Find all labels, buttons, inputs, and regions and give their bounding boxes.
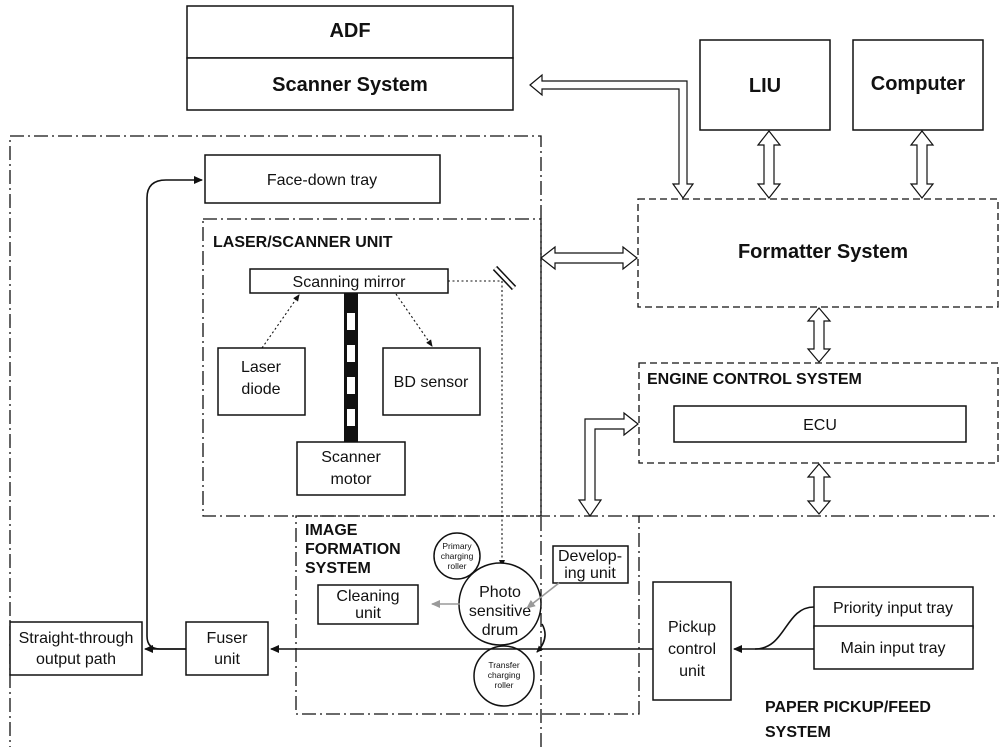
primary-charging-roller-label-1: Primary <box>442 541 472 551</box>
cleaning-unit-label-1: Cleaning <box>336 588 399 605</box>
transfer-charging-roller <box>473 645 535 707</box>
laser-beam-to-bd-sensor <box>395 293 433 347</box>
developing-unit-box <box>552 545 629 584</box>
priority-tray-feed-line <box>754 606 815 650</box>
liu-box <box>699 39 831 131</box>
pickup-control-label-2: control <box>668 641 716 658</box>
face-down-tray-label: Face-down tray <box>267 172 377 189</box>
scanner-formatter-arrow <box>529 73 695 200</box>
image-formation-label-2: FORMATION <box>305 541 401 558</box>
scanner-motor-label-2: motor <box>331 471 373 488</box>
computer-box <box>852 39 984 131</box>
image-formation-label-3: SYSTEM <box>305 560 371 577</box>
developer-to-drum-flow <box>526 582 560 609</box>
laser-diode-box <box>217 347 306 416</box>
paper-pickup-feed-label-1: PAPER PICKUP/FEED <box>765 699 931 716</box>
laser-diode-label-1: Laser <box>241 359 282 376</box>
transfer-charging-roller-label-1: Transfer <box>488 660 520 670</box>
laser-beam-to-drum <box>448 280 505 567</box>
fuser-unit-box <box>185 621 269 676</box>
pickup-control-unit-box <box>652 581 732 701</box>
scanner-motor-box <box>296 441 406 496</box>
adf-box <box>186 5 514 59</box>
fuser-unit-label-1: Fuser <box>207 630 249 647</box>
straight-through-output-box <box>9 621 143 676</box>
printer-boundary <box>9 135 542 747</box>
scanner-motor-label-1: Scanner <box>321 449 381 466</box>
fold-mirror <box>492 265 517 291</box>
developing-unit-label-1: Develop- <box>558 548 622 565</box>
laser-beam-to-mirror <box>261 294 300 349</box>
ecu-image-formation-arrow <box>577 411 639 518</box>
laser-formatter-arrow <box>540 245 638 271</box>
bd-sensor-box <box>382 347 481 416</box>
primary-charging-roller-label-3: roller <box>448 561 467 571</box>
straight-through-label-2: output path <box>36 651 116 668</box>
scanner-system-label: Scanner System <box>272 74 428 96</box>
photosensitive-drum-label-1: Photo <box>479 584 521 601</box>
image-formation-system-boundary <box>295 515 640 715</box>
engine-control-system-box <box>638 362 999 464</box>
cleaning-unit-label-2: unit <box>355 605 381 622</box>
liu-formatter-arrow <box>756 130 782 199</box>
computer-label: Computer <box>871 73 966 95</box>
main-input-tray-box <box>813 625 974 670</box>
fuser-to-face-down-tray <box>146 176 203 650</box>
engine-control-system-label: ENGINE CONTROL SYSTEM <box>647 371 862 388</box>
ecu-label: ECU <box>803 417 837 434</box>
formatter-engine-arrow <box>806 307 832 363</box>
transfer-charging-roller-label-2: charging <box>488 670 521 680</box>
paper-pickup-feed-label-2: SYSTEM <box>765 724 831 741</box>
main-input-tray-label: Main input tray <box>841 640 946 657</box>
priority-input-tray-label: Priority input tray <box>833 600 953 617</box>
computer-formatter-arrow <box>909 130 935 199</box>
priority-input-tray-box <box>813 586 974 629</box>
image-formation-label-1: IMAGE <box>305 522 358 539</box>
scanner-system-box <box>186 57 514 111</box>
laser-diode-label-2: diode <box>241 381 280 398</box>
primary-charging-roller-label-2: charging <box>441 551 474 561</box>
developing-unit-label-2: ing unit <box>564 565 616 582</box>
transfer-charging-roller-label-3: roller <box>495 680 514 690</box>
scanning-mirror-label: Scanning mirror <box>293 274 407 291</box>
ecu-box <box>673 405 967 443</box>
adf-label: ADF <box>329 20 370 42</box>
fuser-unit-label-2: unit <box>214 651 240 668</box>
face-down-tray-box <box>204 154 441 204</box>
formatter-system-box <box>637 198 999 308</box>
primary-charging-roller <box>433 532 481 580</box>
photosensitive-drum-label-2: sensitive <box>469 603 531 620</box>
scanner-motor-shaft <box>344 293 358 442</box>
pickup-control-label-3: unit <box>679 663 705 680</box>
formatter-system-label: Formatter System <box>738 241 908 263</box>
bd-sensor-label: BD sensor <box>394 374 469 391</box>
liu-label: LIU <box>749 75 781 97</box>
straight-through-label-1: Straight-through <box>19 630 134 647</box>
laser-scanner-unit-label: LASER/SCANNER UNIT <box>213 234 393 251</box>
cleaning-unit-box <box>317 584 419 625</box>
photosensitive-drum-label-3: drum <box>482 622 518 639</box>
engine-paperfeed-arrow <box>806 463 832 515</box>
pickup-control-label-1: Pickup <box>668 619 716 636</box>
